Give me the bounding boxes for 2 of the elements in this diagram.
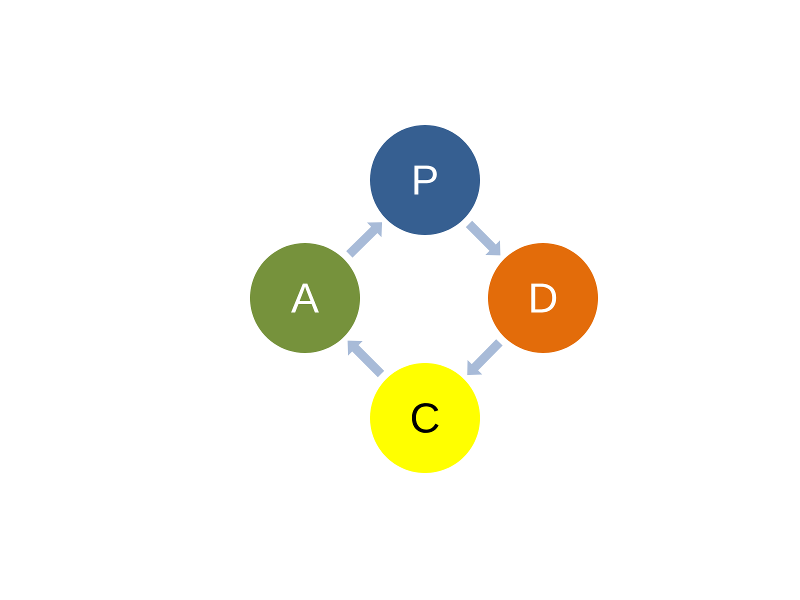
block-arrow — [348, 340, 384, 378]
block-arrow — [466, 220, 500, 256]
